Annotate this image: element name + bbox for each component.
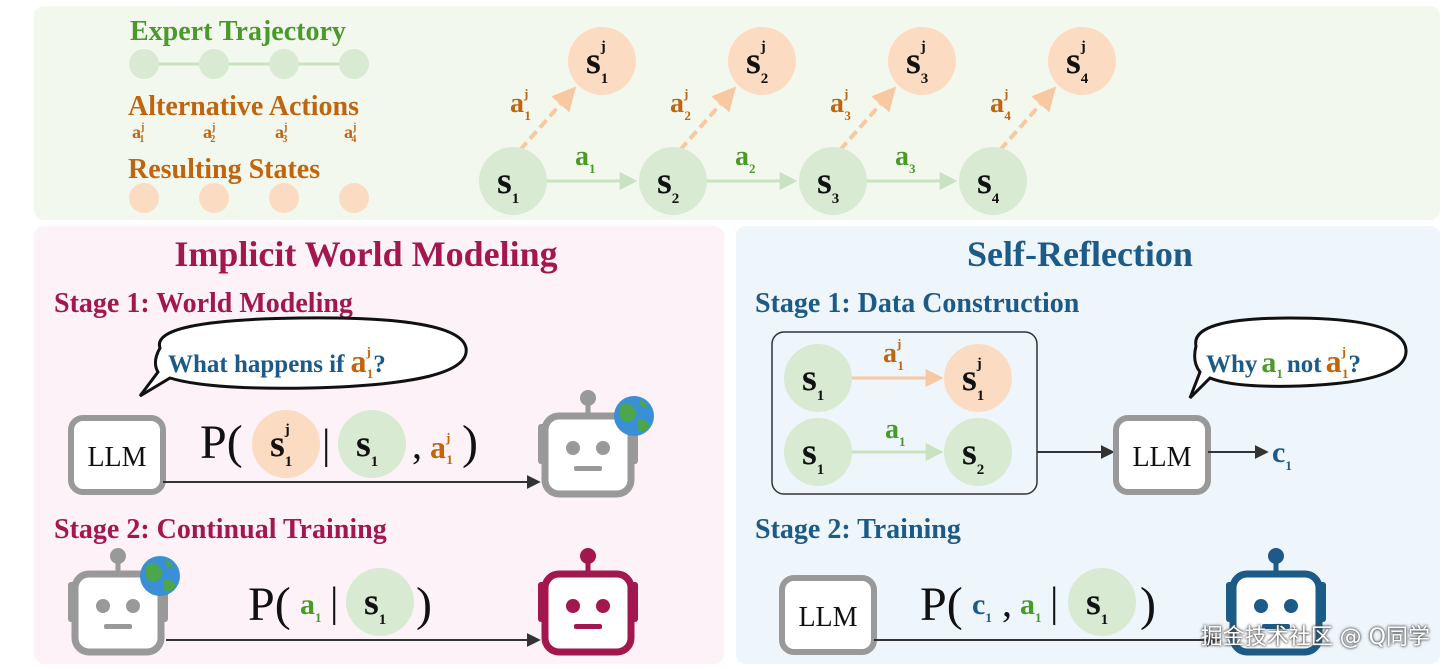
svg-text:aj4: aj4 bbox=[344, 122, 356, 145]
svg-text:aj2: aj2 bbox=[670, 86, 691, 123]
svg-text:|: | bbox=[322, 422, 330, 468]
svg-text:|: | bbox=[1050, 580, 1058, 626]
reflection-agent-robot-icon bbox=[1226, 548, 1326, 656]
svg-text:sj4: sj4 bbox=[1066, 39, 1089, 87]
sr-llm-box: LLM bbox=[1113, 415, 1211, 495]
legend-resulting-circles bbox=[129, 183, 369, 213]
globe-icon bbox=[614, 396, 654, 436]
svg-text:sj1: sj1 bbox=[962, 356, 984, 404]
expert-state-s3: s3 bbox=[799, 147, 867, 215]
iwm-stage2-formula: P( a1 | s1 ) bbox=[248, 568, 432, 636]
svg-text:a3: a3 bbox=[895, 141, 916, 176]
svg-text:): ) bbox=[1140, 578, 1156, 631]
svg-text:a2: a2 bbox=[735, 141, 756, 176]
svg-text:): ) bbox=[416, 578, 432, 631]
svg-text:a1: a1 bbox=[575, 141, 596, 176]
svg-text:aj1: aj1 bbox=[883, 336, 904, 373]
svg-text:LLM: LLM bbox=[798, 602, 857, 633]
svg-text:|: | bbox=[330, 580, 338, 626]
sr-data-box bbox=[771, 331, 1038, 495]
sr-llm-box-stage2: LLM bbox=[779, 575, 877, 655]
svg-text:aj1: aj1 bbox=[510, 86, 531, 123]
svg-text:P(: P( bbox=[920, 578, 963, 631]
legend-expert-trajectory: Expert Trajectory bbox=[130, 16, 346, 47]
sr-title: Self-Reflection bbox=[967, 234, 1193, 274]
svg-text:aj3: aj3 bbox=[830, 86, 851, 123]
svg-text:LLM: LLM bbox=[1132, 442, 1191, 473]
svg-text:s4: s4 bbox=[977, 160, 1000, 207]
sr-stage2-heading: Stage 2: Training bbox=[755, 514, 961, 545]
svg-text:aj1: aj1 bbox=[430, 429, 453, 467]
world-model-robot-icon bbox=[538, 390, 638, 498]
legend-expert-chain bbox=[129, 49, 369, 79]
svg-text:sj2: sj2 bbox=[746, 39, 768, 87]
svg-text:aj1: aj1 bbox=[132, 122, 144, 145]
iwm-title: Implicit World Modeling bbox=[174, 234, 557, 274]
svg-text:LLM: LLM bbox=[87, 442, 146, 473]
sr-output-c1: c1 bbox=[1272, 436, 1292, 473]
sr-stage1-heading: Stage 1: Data Construction bbox=[755, 288, 1080, 319]
iwm-llm-box: LLM bbox=[68, 415, 166, 495]
iwm-stage1-heading: Stage 1: World Modeling bbox=[54, 288, 353, 319]
svg-text:,: , bbox=[1002, 580, 1012, 625]
trained-agent-robot-icon bbox=[538, 548, 638, 656]
svg-text:aj2: aj2 bbox=[203, 122, 215, 145]
expert-state-s4: s4 bbox=[959, 147, 1027, 215]
svg-text:s2: s2 bbox=[657, 160, 679, 207]
svg-text:aj4: aj4 bbox=[990, 86, 1011, 123]
svg-text:sj1: sj1 bbox=[586, 39, 608, 87]
legend-resulting-states: Resulting States bbox=[128, 154, 320, 185]
svg-text:sj1: sj1 bbox=[270, 422, 292, 470]
svg-text:P(: P( bbox=[248, 578, 291, 631]
svg-text:aj3: aj3 bbox=[275, 122, 287, 145]
svg-text:P(: P( bbox=[200, 416, 243, 469]
svg-text:sj3: sj3 bbox=[906, 39, 928, 87]
watermark: 掘金技术社区 @ Q同学 bbox=[1200, 625, 1430, 650]
legend-alternative-actions: Alternative Actions bbox=[128, 91, 359, 122]
svg-text:s1: s1 bbox=[497, 160, 519, 207]
globe-icon-stage2 bbox=[140, 556, 180, 596]
svg-text:s3: s3 bbox=[817, 160, 839, 207]
svg-text:): ) bbox=[462, 416, 478, 469]
expert-state-s2: s2 bbox=[639, 147, 707, 215]
alt-action-arrows bbox=[518, 86, 1057, 152]
expert-state-s1: s1 bbox=[479, 147, 547, 215]
svg-text:,: , bbox=[412, 422, 422, 467]
iwm-stage2-heading: Stage 2: Continual Training bbox=[54, 514, 387, 545]
expert-action-labels: a1 a2 a3 bbox=[575, 141, 916, 176]
